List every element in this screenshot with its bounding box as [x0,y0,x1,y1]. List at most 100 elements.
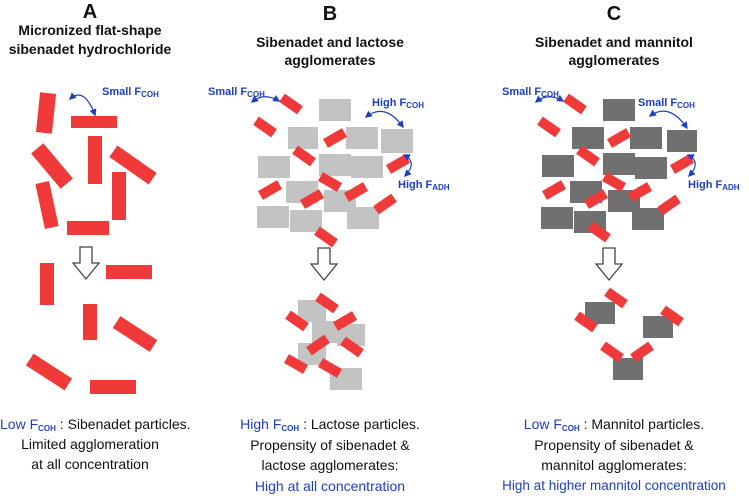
panel-c-high-fadh-label: High FADH [688,179,740,192]
panel-b-title-line-2: agglomerates [284,52,376,68]
mannitol-particle [643,316,673,338]
panel-a-caption-line-1: Low FCOH : Sibenadet particles. [0,416,191,433]
panel-b-drug-particles [253,93,411,248]
panel-c-small-fcoh-label-2: Small FCOH [638,97,695,110]
sibenadet-particle [657,194,681,216]
lactose-particle [290,210,322,232]
panel-a-bottom-particles [25,263,158,394]
mannitol-particle [603,153,635,175]
lactose-particle [351,156,383,178]
small-fcoh-arrow-b [250,94,281,103]
sibenadet-particle [90,380,136,394]
sibenadet-particle [601,172,627,192]
sibenadet-particle [604,287,628,309]
down-arrow-c [594,247,624,282]
sibenadet-particle [40,263,54,305]
sibenadet-particle [106,265,152,279]
panel-b-carrier-particles [257,99,413,232]
sibenadet-particle [306,334,330,356]
sibenadet-particle [332,311,358,331]
lactose-particle [346,127,378,149]
down-arrow-a [71,246,101,281]
sibenadet-particle [660,305,684,327]
sibenadet-particle [583,189,609,209]
panel-c-caption-line-3: mannitol agglomerates: [541,457,687,473]
panel-b-high-fadh-label: High FADH [398,179,450,192]
sibenadet-particle [112,172,126,220]
sibenadet-particle [35,181,59,229]
sibenadet-particle [541,180,567,200]
panel-c-title-line-1: Sibenadet and mannitol [535,34,693,50]
sibenadet-particle [343,182,369,202]
lactose-particle [381,129,413,153]
panel-a-top-particles [31,92,157,235]
panel-b-caption-line-2: Propensity of sibenadet & [250,437,410,453]
high-fadh-arrow-c [686,154,696,178]
sibenadet-particle [574,311,598,333]
panel-b-caption-line-4: High at all concentration [254,478,406,494]
lactose-particle [298,300,326,322]
lactose-particle [258,156,290,178]
small-fcoh-arrow-a [68,92,97,117]
mannitol-particle [603,99,635,121]
panel-b-title-line-1: Sibenadet and lactose [256,34,404,50]
small-fcoh-arrow-c1 [534,94,565,103]
panel-b-agglomerate [283,292,365,390]
high-fcoh-arrow-b [364,110,404,129]
panel-a-title-line-1: Micronized flat-shape [18,22,162,38]
sibenadet-particle [88,136,102,184]
panel-b-letter: B [322,3,338,25]
lactose-particle [319,99,351,121]
sibenadet-particle [314,226,338,248]
sibenadet-particle [112,316,158,352]
panel-a-caption-line-3: at all concentration [31,456,149,472]
sibenadet-particle [83,304,97,340]
mannitol-particle [585,302,615,324]
panel-a-small-fcoh-label: Small FCOH [102,86,159,99]
sibenadet-particle [299,189,325,209]
mannitol-particle [630,127,662,149]
panel-c-small-fcoh-label-1: Small FCOH [502,86,559,99]
lactose-particle [347,207,379,229]
panel-c-letter: C [606,3,622,25]
sibenadet-particle [257,180,283,200]
down-arrow-b [309,247,339,282]
sibenadet-particle [109,145,157,185]
sibenadet-particle [283,354,309,374]
sibenadet-particle [627,182,653,202]
mannitol-particle [632,208,664,230]
sibenadet-particle [317,358,343,378]
panel-b-small-fcoh-label: Small FCOH [208,86,265,99]
small-fcoh-arrow-c2 [648,109,688,130]
panel-a-letter: A [82,1,98,23]
panel-b-high-fcoh-label: High FCOH [372,97,424,110]
sibenadet-particle [317,172,343,192]
sibenadet-particle [315,292,339,314]
lactose-particle [319,154,351,176]
sibenadet-particle [373,193,397,215]
sibenadet-particle [25,353,73,391]
lactose-particle [312,321,342,343]
panel-b-caption-line-1: High FCOH : Lactose particles. [240,416,420,433]
panel-a-caption-line-2: Limited agglomeration [21,436,159,452]
mannitol-particle [613,358,643,380]
high-fadh-arrow-b [402,154,412,178]
panel-c-agglomerates [574,287,684,380]
sibenadet-particle [292,145,316,167]
panel-c-title-line-2: agglomerates [568,52,660,68]
sibenadet-particle [606,128,632,148]
panel-c-caption-line-1: Low FCOH : Mannitol particles. [523,416,705,433]
sibenadet-particle [31,143,73,189]
panel-a-title-line-2: sibenadet hydrochloride [8,41,172,57]
panel-c-caption-line-2: Propensity of sibenadet & [534,437,694,453]
mannitol-particle [572,127,604,149]
sibenadet-particle [340,336,364,358]
sibenadet-particle [35,92,57,134]
panel-c-drug-particles [537,93,695,243]
sibenadet-particle [253,116,277,138]
mannitol-particle [667,130,697,152]
sibenadet-particle [630,341,654,363]
mannitol-particle [635,157,667,179]
